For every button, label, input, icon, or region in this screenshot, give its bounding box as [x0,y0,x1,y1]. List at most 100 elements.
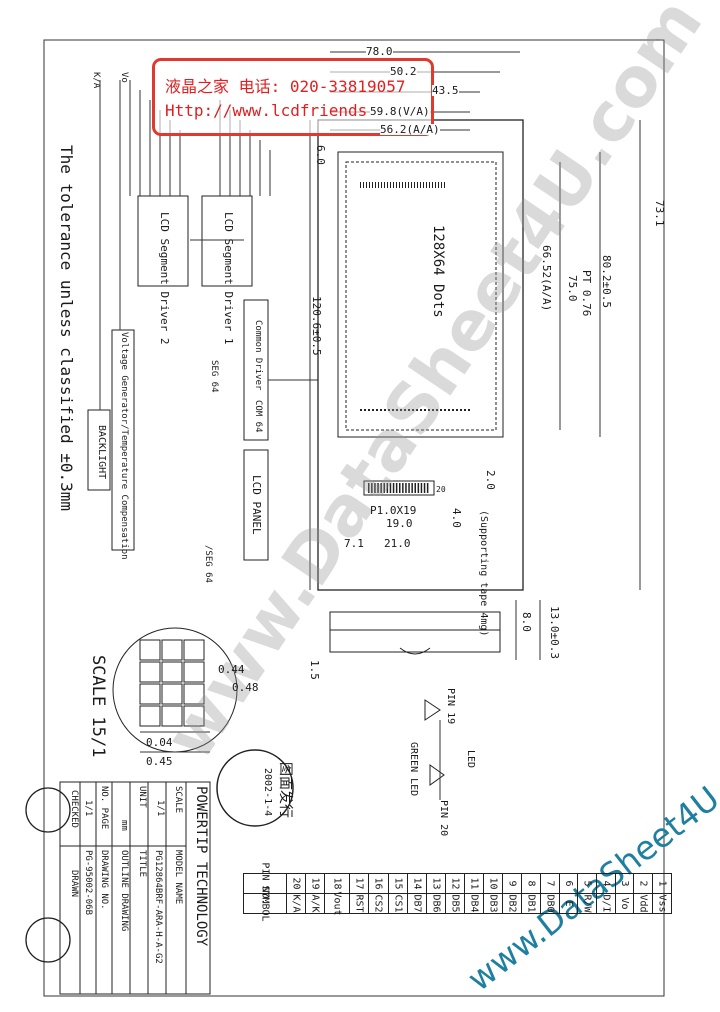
common-driver-label: Common Driver [253,320,263,391]
led-symbol [429,764,445,786]
dim-045: 0.45 [146,755,173,768]
pin-symbol: DB0 [539,893,561,914]
pin-symbol: DB6 [425,893,446,914]
release-stamp [216,749,294,827]
drawn-stamp [25,917,71,963]
pin-number: 17 [349,873,370,894]
dim-048: 0.48 [232,681,259,694]
pin-symbol: DB1 [520,893,542,914]
side-view-curve [399,647,431,655]
dim-7-1: 7.1 [344,537,364,550]
tolerance-note: The tolerance unless classified ±0.3mm [57,145,76,512]
backlight-label: BACKLIGHT [96,425,107,480]
seg-driver-2-label: LCD Segment Driver 2 [158,212,171,345]
diode-symbol [424,699,441,721]
dim-aa: 56.2(A/A) [380,123,440,136]
stamp-main: 图面发行 [277,762,293,818]
title-block-frame [59,781,211,995]
dim-43-5: 43.5 [432,84,459,97]
page-label: NO. PAGE [99,786,109,830]
pin-number: 6 [559,873,579,894]
model-label: MODEL NAME [173,850,183,905]
page-value: 1/1 [83,800,93,817]
dim-p1: P1.0X19 [370,504,417,517]
pin20-mark: 20 [436,485,446,494]
pin-symbol: DB4 [463,893,484,914]
dim-4: 4.0 [450,508,463,528]
com64-label: COM 64 [253,400,263,433]
pin-number: 14 [406,873,427,894]
dim-80-2: 80.2±0.5 [600,255,613,308]
company-name: POWERTIP TECHNOLOGY [193,786,209,947]
pin-number: 15 [387,873,408,894]
checked-stamp [25,787,71,833]
checked-label: CHECKED [69,790,79,828]
pin-symbol: R/W [577,893,598,914]
pin-symbol: DB7 [406,893,427,914]
vo-label: Vo [119,72,129,83]
side-view [329,611,501,653]
scale-value: 1/1 [155,800,165,817]
pin-number: 19 [305,873,326,894]
dim-6: 6.0 [314,145,327,165]
model-value: PG12864BRF-ARA-H-A-G2 [153,850,163,964]
drawn-label: DRAWN [69,870,79,898]
pin-number: 10 [482,873,503,894]
unit-label: UNIT [137,786,147,808]
pin-number: 8 [520,873,542,894]
dim-13: 13.0±0.3 [548,606,561,659]
pin-symbol: DB2 [501,893,522,914]
contact-banner: 液晶之家 电话: 020-33819057 Http://www.lcdfrie… [152,58,434,136]
viewing-area [337,151,504,438]
dim-2: 2.0 [484,470,497,490]
pin-number: 4 [596,873,617,894]
scale-note: SCALE 15/1 [88,655,108,758]
bl-pin19: PIN 19 [445,688,456,725]
pin-symbol: Vss [652,893,673,914]
pin-symbol: K/A [286,893,307,914]
pin-number: 13 [425,873,446,894]
pin-number: 9 [501,873,522,894]
dim-pt: PT 0.76 [580,270,593,317]
pin-number: 18 [324,873,351,894]
dot-detail-grid [139,639,205,727]
pin-number: 7 [539,873,561,894]
pin-number: 12 [444,873,465,894]
scale-label: SCALE [173,786,183,814]
pin-symbol: CS1 [387,893,408,914]
bl-led: LED [465,750,476,769]
common-driver-box [243,299,269,441]
drawing-label: DRAWING NO. [99,850,109,910]
seg64-b-label: /SEG 64 [203,545,213,583]
pin-header-symbol: SYMBOL [242,885,288,922]
pin-number: 11 [463,873,484,894]
bl-green: GREEN LED [408,742,419,797]
backlight-box [87,409,111,491]
lcd-panel-box [243,449,269,561]
stamp-date: 2002-1-4 [262,768,273,817]
pin-number: 20 [286,873,307,894]
dim-78: 78.0 [366,45,393,58]
seg64-a-label: SEG 64 [209,360,219,393]
seg-driver-1-box [201,195,253,287]
dim-120: 120.6±0.5 [310,296,323,356]
voltage-gen-box [111,329,135,551]
pin-symbol: CS2 [368,893,389,914]
dim-1-5: 1.5 [308,660,321,680]
ka-label: K/A [91,72,101,89]
dim-044: 0.44 [218,663,245,676]
connector-outline [363,480,435,496]
pin-header-no: PIN NO. [242,862,288,905]
bl-pin20: PIN 20 [438,800,449,837]
dim-66: 66.52(A/A) [540,245,553,312]
drawing-value: PG-95002-06B [83,850,93,916]
active-area [345,161,497,431]
pin-number: 3 [615,873,635,894]
pin-symbol: D/I [596,893,617,914]
voltage-gen-label: Voltage Generator/Temperature Compensati… [119,332,129,560]
banner-url[interactable]: Http://www.lcdfriends.com [165,101,406,120]
pin-number: 2 [633,873,654,894]
seg-driver-1-label: LCD Segment Driver 1 [222,212,235,345]
pin-symbol: Vout [324,891,351,916]
